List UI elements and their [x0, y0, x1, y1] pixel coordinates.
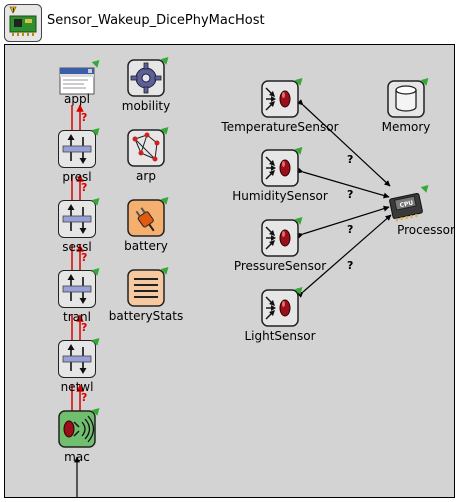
sensor-icon — [261, 219, 299, 257]
gate-mark: ? — [347, 223, 354, 236]
gate-mark: ? — [347, 188, 354, 201]
gate-mark: ? — [81, 321, 88, 334]
cylinder-icon — [387, 80, 425, 118]
window-app-icon — [59, 67, 95, 95]
window-title: Sensor_Wakeup_DicePhyMacHost — [47, 13, 265, 28]
module-label: TemperatureSensor — [221, 120, 339, 134]
module-label: Processor — [397, 223, 455, 237]
module-label: batteryStats — [108, 309, 184, 323]
module-label: Memory — [381, 120, 431, 134]
module-label: PressureSensor — [233, 259, 327, 273]
gate-mark: ? — [81, 251, 88, 264]
gate-mark: ? — [81, 111, 88, 124]
gear-icon — [127, 59, 165, 97]
updown-layer-icon — [58, 270, 96, 308]
wireless-nic-icon — [58, 410, 96, 448]
gate-mark: ? — [81, 181, 88, 194]
module-label: HumiditySensor — [232, 189, 328, 203]
link-temperature-processor[interactable] — [297, 99, 391, 187]
list-icon — [127, 269, 165, 307]
updown-layer-icon — [58, 200, 96, 238]
cpu-chip-label: CPU — [399, 199, 414, 209]
gate-mark: ? — [347, 259, 354, 272]
link-light-processor[interactable] — [296, 214, 392, 298]
gate-mark: ? — [81, 391, 88, 404]
updown-layer-icon — [58, 130, 96, 168]
network-graph-icon — [127, 129, 165, 167]
host-icon: ! — [4, 4, 42, 42]
window-header: ! Sensor_Wakeup_DicePhyMacHost — [0, 0, 459, 44]
module-label: appl — [64, 92, 90, 106]
cpu-icon: CPU — [389, 192, 423, 222]
network-canvas[interactable]: ? ? ? ? ? ? ? ? ? appl presl sessl — [4, 44, 455, 498]
plug-icon — [127, 199, 165, 237]
sensor-icon — [261, 80, 299, 118]
module-label: LightSensor — [244, 329, 316, 343]
updown-layer-icon — [58, 340, 96, 378]
sensor-links — [296, 99, 392, 298]
module-label: tranl — [63, 310, 91, 324]
svg-text:!: ! — [12, 8, 14, 14]
gate-mark: ? — [347, 153, 354, 166]
module-label: battery — [124, 239, 168, 253]
module-label: netwl — [60, 380, 94, 394]
module-label: mac — [64, 450, 90, 464]
module-label: presl — [62, 170, 92, 184]
sensor-icon — [261, 289, 299, 327]
module-label: mobility — [121, 99, 171, 113]
module-label: sessl — [62, 240, 92, 254]
module-label: arp — [136, 169, 156, 183]
link-humidity-processor[interactable] — [296, 167, 390, 199]
sensor-icon — [261, 149, 299, 187]
